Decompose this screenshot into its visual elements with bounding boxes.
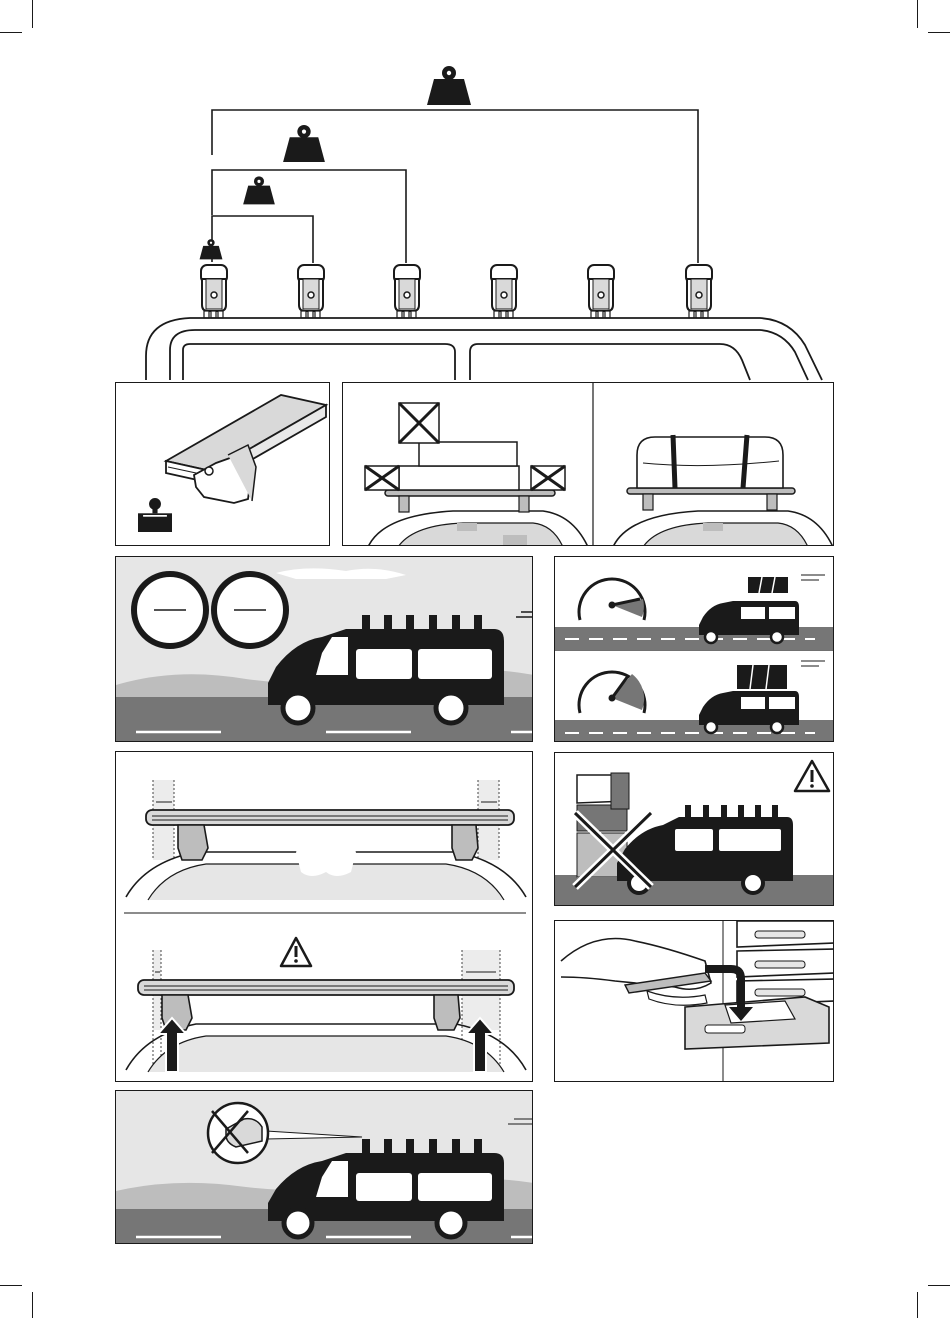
crop-mark bbox=[32, 1292, 33, 1318]
roof-feet-row bbox=[201, 265, 712, 318]
large-weight-icon bbox=[283, 125, 325, 162]
storage-key-panel bbox=[554, 920, 834, 1082]
bar-overhang-panel bbox=[115, 751, 533, 1082]
load-placement-panel bbox=[342, 382, 834, 546]
low-clearance-warning-panel bbox=[554, 752, 834, 906]
crop-mark bbox=[0, 1285, 22, 1286]
medium-weight-icon bbox=[243, 176, 275, 204]
xlarge-weight-icon bbox=[427, 66, 471, 105]
crop-mark bbox=[917, 1292, 918, 1318]
speedometer-icon bbox=[579, 672, 645, 713]
small-weight-icon bbox=[200, 239, 223, 259]
speedometer-icon bbox=[579, 579, 645, 620]
warning-triangle-icon bbox=[795, 761, 829, 791]
crop-mark bbox=[928, 1285, 950, 1286]
warning-triangle-icon bbox=[281, 938, 311, 966]
vehicle-roof-outline bbox=[146, 318, 822, 380]
speed-gauge-panel bbox=[554, 556, 834, 742]
remove-bars-panel bbox=[115, 1090, 533, 1244]
load-distribution-diagram bbox=[0, 0, 950, 385]
small-weight-icon bbox=[138, 498, 172, 532]
roof-bar-weight-panel bbox=[115, 382, 330, 546]
van-speed-limit-panel bbox=[115, 556, 533, 742]
